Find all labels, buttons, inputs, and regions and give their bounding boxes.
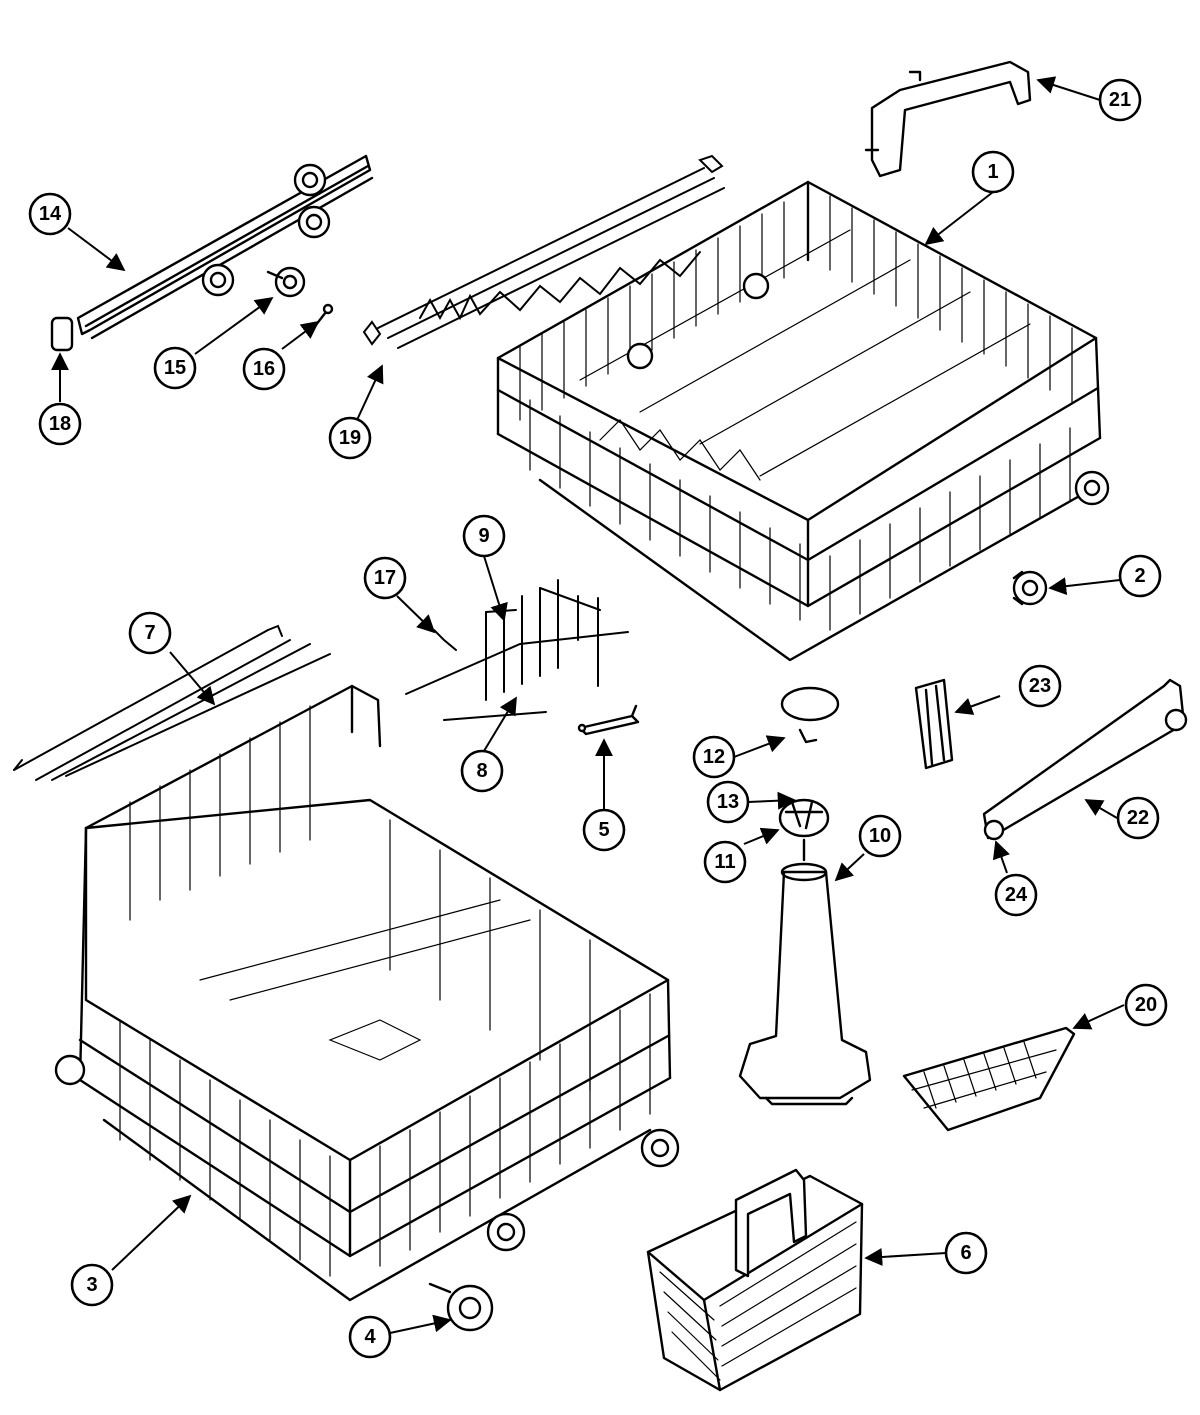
callout-10: 10 [858,814,902,858]
callout-23-label: 23 [1029,675,1051,697]
callout-24: 24 [994,873,1038,917]
roller-part [266,266,306,298]
callout-11-label: 11 [714,851,735,873]
callout-19-label: 19 [339,427,361,449]
callout-19: 19 [328,416,372,460]
clip-part [577,704,640,736]
callout-16-label: 16 [253,358,275,380]
rail-end-cap-part [50,316,74,352]
callout-24-label: 24 [1005,884,1028,906]
callout-17-label: 17 [374,567,396,589]
callout-12-label: 12 [703,746,725,768]
clip-strip-part [914,678,954,770]
small-basket-part [902,1026,1076,1132]
callout-5-label: 5 [598,819,609,841]
callout-4-label: 4 [364,1326,376,1348]
callout-20-label: 20 [1135,994,1157,1016]
callout-5: 5 [582,808,626,852]
callout-3-label: 3 [86,1274,97,1296]
callout-7: 7 [128,611,172,655]
callout-13-label: 13 [717,791,739,813]
callout-14-label: 14 [39,203,62,225]
callout-21: 21 [1098,78,1142,122]
callout-6-label: 6 [960,1242,971,1264]
callout-9: 9 [462,514,506,558]
callout-18-label: 18 [49,413,71,435]
rack-arm-part [982,678,1188,841]
lower-rack-part [54,684,680,1302]
callout-1: 1 [971,150,1015,194]
callout-3: 3 [70,1263,114,1307]
callout-8-label: 8 [476,760,487,782]
callout-6: 6 [944,1231,988,1275]
callout-9-label: 9 [478,525,489,547]
callout-22-label: 22 [1127,807,1149,829]
callout-16: 16 [242,347,286,391]
spray-tower-part [738,686,872,1106]
tine-row-part [405,579,629,721]
upper-rack-part [496,180,1110,662]
callout-20: 20 [1124,983,1168,1027]
callout-17: 17 [363,556,407,600]
rack-stud-part [1012,570,1048,606]
leader-lines [51,76,1125,1334]
callout-8: 8 [460,749,504,793]
callout-11: 11 [703,840,747,884]
callout-12: 12 [692,735,736,779]
callout-15-label: 15 [164,357,186,379]
callout-14: 14 [28,192,72,236]
callout-22: 22 [1116,796,1160,840]
callout-2: 2 [1118,554,1162,598]
callout-1-label: 1 [987,161,998,183]
screw-part [310,303,334,332]
callout-13: 13 [706,780,750,824]
utensil-basket-part [646,1168,864,1392]
callout-10-label: 10 [869,825,891,847]
callout-18: 18 [38,402,82,446]
cup-shelf-part [362,154,725,349]
callout-2-label: 2 [1134,565,1145,587]
callout-7-label: 7 [144,622,155,644]
upper-rack-rail-part [76,154,374,340]
callout-21-label: 21 [1109,89,1131,111]
callout-15: 15 [153,346,197,390]
callout-4: 4 [348,1315,392,1359]
lower-rack-shelf-part [13,624,331,781]
lower-rack-wheel-part [428,1282,494,1332]
callout-23: 23 [1018,664,1062,708]
upper-rack-handle-part [864,60,1032,178]
